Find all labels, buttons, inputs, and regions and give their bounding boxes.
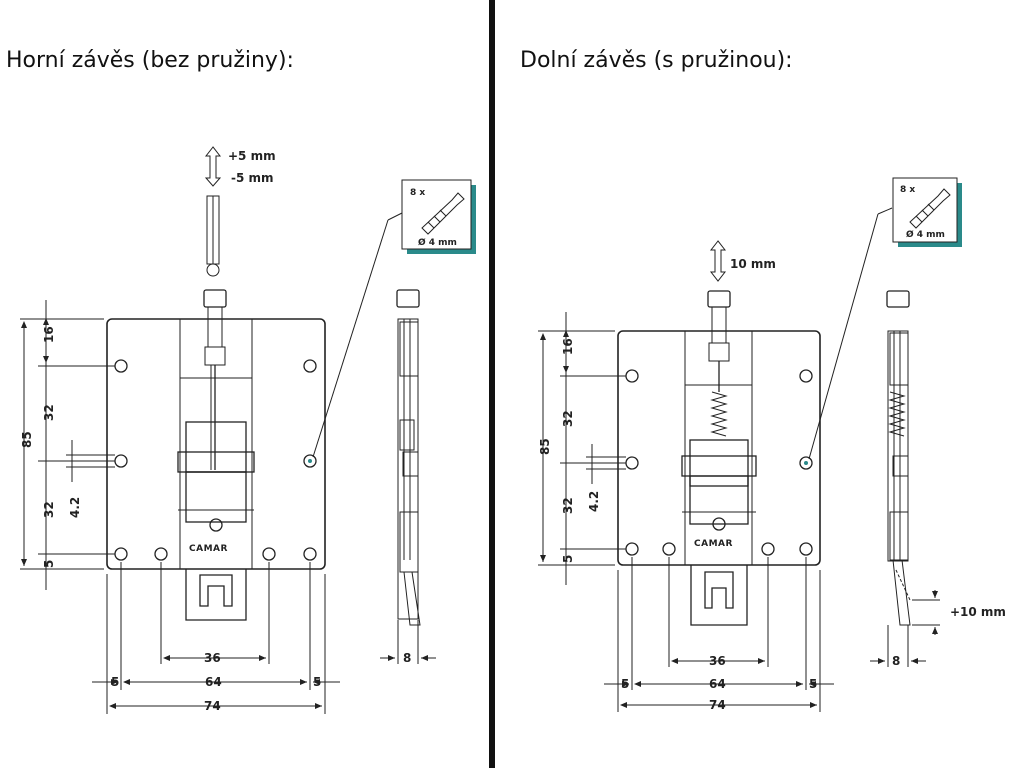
side-view <box>886 290 911 626</box>
dim-16: 16 <box>42 326 56 343</box>
spring <box>710 391 728 437</box>
dim-4-2: 4.2 <box>587 491 601 512</box>
adjust-label: 10 mm <box>730 257 776 271</box>
dim-8-side: 8 <box>403 651 411 665</box>
dim-5-left: 5 <box>621 677 629 691</box>
dim-16: 16 <box>561 338 575 355</box>
dim-5-vertical: 5 <box>42 560 56 568</box>
dim-85: 85 <box>20 431 34 448</box>
side-view <box>396 289 421 626</box>
screw-diameter: Ø 4 mm <box>418 237 457 248</box>
panel-divider <box>489 0 495 768</box>
title-lower-hinge: Dolní závěs (s pružinou): <box>520 48 793 73</box>
dim-5-right: 5 <box>809 677 817 691</box>
screw-icon <box>421 192 465 235</box>
upper-hinge-drawing: +5 mm -5 mm <box>20 146 476 714</box>
dim-36: 36 <box>204 651 221 665</box>
extra-adjust-label: +10 mm <box>950 605 1006 619</box>
dim-5-right: 5 <box>313 675 321 689</box>
brand-logo: CAMAR <box>694 539 733 549</box>
lower-hinge-drawing: 10 mm CAMAR 8 x <box>538 177 1006 712</box>
dim-5-left: 5 <box>111 675 119 689</box>
screw-spec-box: 8 x Ø 4 mm <box>401 179 476 254</box>
dim-74: 74 <box>204 699 221 713</box>
screw-icon <box>909 188 951 229</box>
dim-36: 36 <box>709 654 726 668</box>
hex-key-icon <box>206 195 220 277</box>
dim-4-2: 4.2 <box>68 497 82 518</box>
dim-74: 74 <box>709 698 726 712</box>
brand-logo: CAMAR <box>189 544 228 554</box>
dim-32-lower: 32 <box>561 497 575 514</box>
title-upper-hinge: Horní závěs (bez pružiny): <box>6 48 294 73</box>
screw-spec-box: 8 x Ø 4 mm <box>892 177 962 247</box>
screw-count: 8 x <box>900 185 915 195</box>
dim-8-side: 8 <box>892 654 900 668</box>
screw-count: 8 x <box>410 188 425 198</box>
adjust-minus-label: -5 mm <box>231 171 274 185</box>
dim-32-lower: 32 <box>42 501 56 518</box>
adjust-plus-label: +5 mm <box>228 149 276 163</box>
dim-32-upper: 32 <box>561 410 575 427</box>
adjust-arrow-icon <box>709 240 727 282</box>
screw-diameter: Ø 4 mm <box>906 229 945 240</box>
dim-64: 64 <box>709 677 726 691</box>
dim-32-upper: 32 <box>42 404 56 421</box>
dim-5-vertical: 5 <box>561 555 575 563</box>
dim-64: 64 <box>205 675 222 689</box>
adjust-arrow-icon <box>204 146 222 187</box>
dim-85: 85 <box>538 438 552 455</box>
